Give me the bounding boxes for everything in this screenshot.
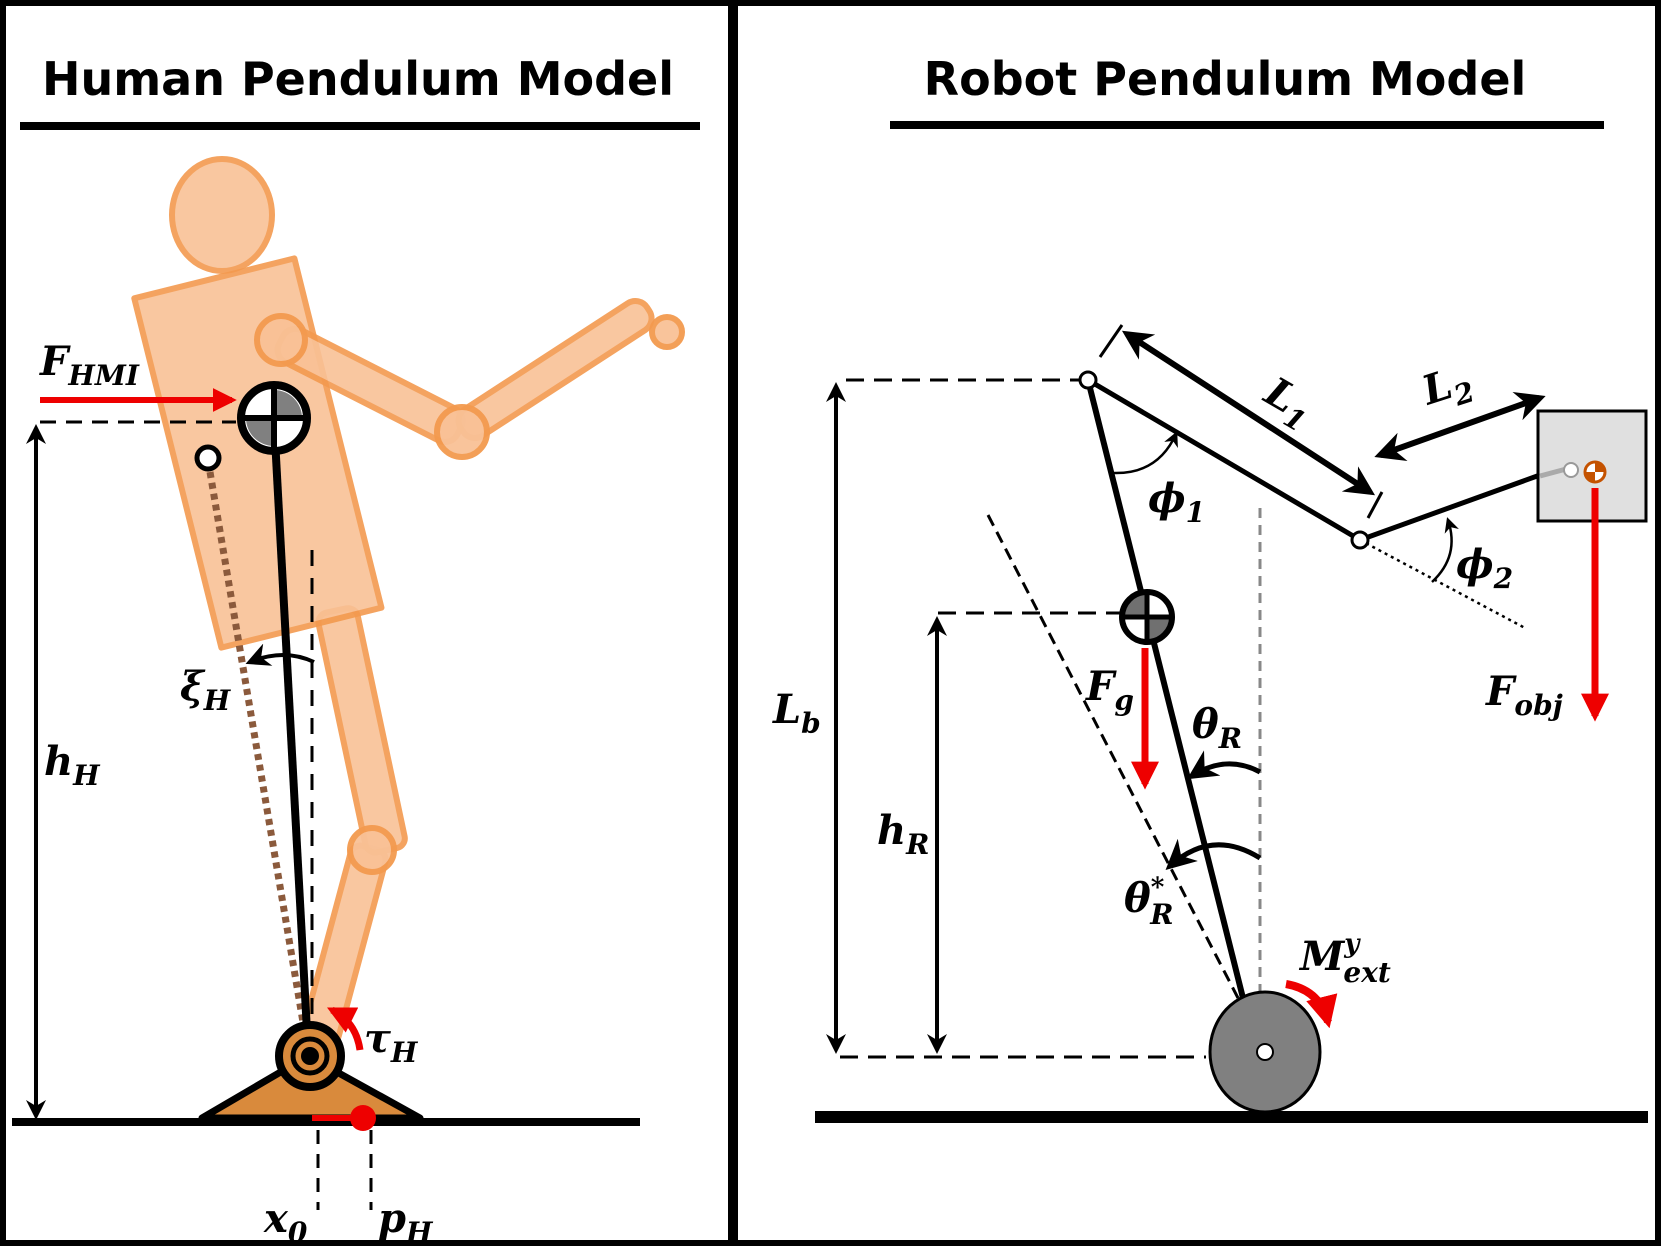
label-h-H: hH — [44, 738, 101, 792]
label-theta-R-star: θ*R — [1124, 873, 1174, 931]
human-reference-point — [194, 444, 222, 472]
L2-length-arrow — [1374, 391, 1546, 462]
robot-link1-extension — [1359, 538, 1526, 630]
label-L-1: L1 — [1253, 367, 1322, 438]
object-com-icon — [1583, 460, 1607, 484]
robot-com-icon — [1119, 589, 1175, 645]
label-tau-H: τH — [364, 1015, 419, 1069]
robot-reference-angle-line — [986, 514, 1240, 999]
robot-shoulder-joint — [1078, 370, 1098, 390]
label-L-b: Lb — [772, 686, 821, 740]
robot-elbow-joint — [1350, 530, 1370, 550]
robot-panel-title: Robot Pendulum Model — [923, 52, 1527, 106]
label-p-H: pH — [378, 1195, 434, 1246]
center-of-pressure-marker — [312, 1105, 376, 1131]
label-x-0: x0 — [263, 1195, 308, 1246]
label-phi-2: ϕ2 — [1456, 541, 1513, 595]
label-F-HMI: FHMI — [39, 338, 140, 392]
human-com-icon — [237, 381, 311, 455]
robot-wheel-icon — [1208, 990, 1322, 1114]
label-theta-R: θR — [1192, 701, 1242, 755]
robot-arm-link-2 — [1359, 472, 1541, 543]
label-xi-H: ξH — [180, 663, 232, 717]
label-phi-1: ϕ1 — [1148, 475, 1205, 529]
L1-tick-bottom — [1366, 491, 1384, 519]
label-F-g: Fg — [1085, 663, 1134, 717]
human-body-figure — [131, 156, 685, 1047]
human-panel-title: Human Pendulum Model — [41, 52, 675, 106]
phi2-angle-arc — [1431, 517, 1459, 583]
label-L-2: L2 — [1416, 355, 1479, 421]
phi1-angle-arc — [1113, 431, 1178, 475]
xi-angle-arc — [245, 643, 315, 666]
L1-length-arrow — [1121, 330, 1376, 496]
theta-angle-arc — [1186, 750, 1262, 780]
human-pendulum-rod — [270, 419, 312, 1051]
external-moment-arrow — [1285, 980, 1338, 1029]
robot-body-rod — [1085, 379, 1249, 1011]
torque-arc-arrow — [326, 1006, 364, 1051]
human-reference-pendulum-line — [206, 471, 310, 1041]
L1-tick-top — [1098, 324, 1124, 358]
human-ankle-joint-icon — [275, 1021, 345, 1091]
theta-star-angle-arc — [1165, 838, 1262, 871]
label-F-obj: Fobj — [1485, 668, 1563, 722]
label-h-R: hR — [877, 807, 929, 861]
